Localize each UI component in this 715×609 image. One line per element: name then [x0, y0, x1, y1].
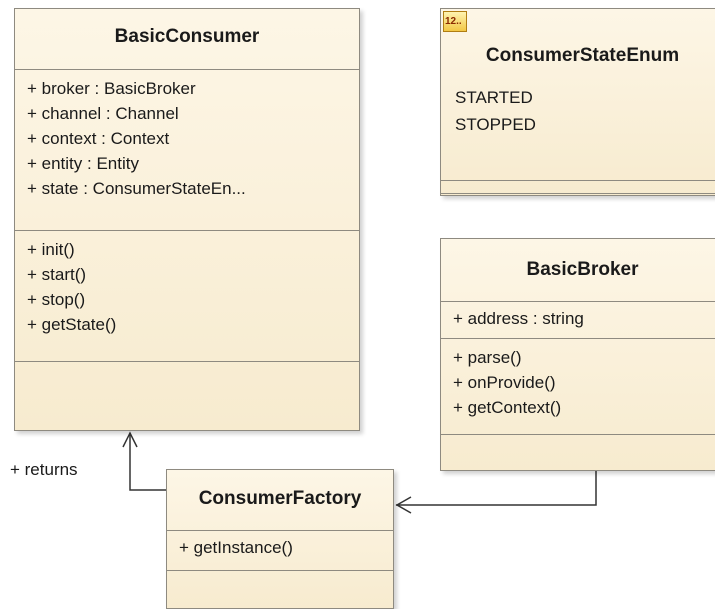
class-name: BasicConsumer — [114, 26, 260, 47]
attribute-channel[interactable]: + channel : Channel — [27, 104, 179, 123]
class-name: BasicBroker — [526, 259, 639, 280]
empty-compartment — [441, 434, 715, 441]
enum-name: ConsumerStateEnum — [485, 45, 680, 66]
association-connectors — [122, 431, 597, 514]
enum-literal-stopped[interactable]: STOPPED — [455, 115, 536, 134]
empty-compartment — [167, 570, 393, 577]
empty-compartment — [441, 193, 715, 194]
returns-association-label[interactable]: + returns — [10, 460, 78, 479]
returns-association-line[interactable] — [129, 433, 166, 491]
broker-to-factory-arrowhead — [395, 496, 412, 514]
attributes-compartment: + broker : BasicBroker + channel : Chann… — [15, 69, 359, 230]
attributes-compartment: + address : string — [441, 301, 715, 338]
operation-get-instance[interactable]: + getInstance() — [179, 538, 293, 557]
class-basic-broker[interactable]: BasicBroker + address : string + parse()… — [440, 238, 715, 471]
attribute-broker[interactable]: + broker : BasicBroker — [27, 79, 196, 98]
operation-init[interactable]: + init() — [27, 240, 75, 259]
enum-consumer-state-enum[interactable]: 12.. ConsumerStateEnum STARTED STOPPED — [440, 8, 715, 196]
class-consumer-factory[interactable]: ConsumerFactory + getInstance() — [166, 469, 394, 609]
enum-literals: STARTED STOPPED — [441, 81, 715, 180]
operations-compartment: + init() + start() + stop() + getState() — [15, 230, 359, 361]
operation-parse[interactable]: + parse() — [453, 348, 522, 367]
empty-compartment — [441, 180, 715, 193]
empty-compartment — [15, 361, 359, 368]
operation-get-context[interactable]: + getContext() — [453, 398, 562, 417]
enum-literal-started[interactable]: STARTED — [455, 88, 533, 107]
attribute-state[interactable]: + state : ConsumerStateEn... — [27, 179, 246, 198]
returns-arrowhead — [122, 431, 138, 448]
operations-compartment: + getInstance() — [167, 530, 393, 570]
operations-compartment: + parse() + onProvide() + getContext() — [441, 338, 715, 434]
class-name: ConsumerFactory — [198, 488, 362, 509]
operation-start[interactable]: + start() — [27, 265, 87, 284]
class-basic-consumer[interactable]: BasicConsumer + broker : BasicBroker + c… — [14, 8, 360, 431]
attribute-entity[interactable]: + entity : Entity — [27, 154, 139, 173]
attribute-address[interactable]: + address : string — [453, 309, 584, 328]
attribute-context[interactable]: + context : Context — [27, 129, 170, 148]
enumeration-icon: 12.. — [443, 11, 467, 32]
operation-stop[interactable]: + stop() — [27, 290, 86, 309]
operation-get-state[interactable]: + getState() — [27, 315, 117, 334]
operation-on-provide[interactable]: + onProvide() — [453, 373, 556, 392]
broker-to-factory-line[interactable] — [396, 471, 597, 506]
